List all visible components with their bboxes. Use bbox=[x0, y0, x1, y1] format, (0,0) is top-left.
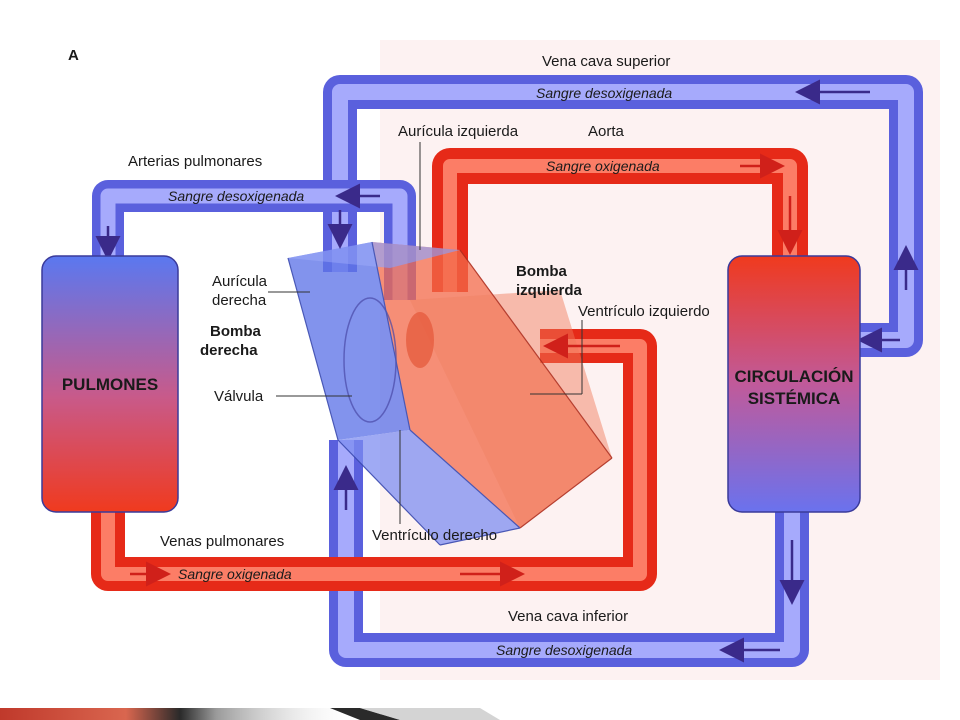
pulm-oxy-label: Sangre oxigenada bbox=[178, 566, 292, 582]
auricula-derecha-label-1: Aurícula bbox=[212, 273, 268, 290]
aorta-label: Aorta bbox=[588, 123, 625, 140]
aorta-oxy-label: Sangre oxigenada bbox=[546, 158, 660, 174]
pulmones-box: PULMONES bbox=[41, 255, 179, 513]
auricula-derecha-label-2: derecha bbox=[212, 292, 267, 309]
auricula-izquierda-label: Aurícula izquierda bbox=[398, 123, 519, 140]
bottom-deoxy-label: Sangre desoxigenada bbox=[496, 642, 632, 658]
circulacion-label-1: CIRCULACIÓN bbox=[735, 367, 854, 386]
bomba-derecha-label-2: derecha bbox=[200, 342, 258, 359]
bomba-izquierda-label-1: Bomba bbox=[516, 263, 567, 280]
circulacion-sistemica-box: CIRCULACIÓN SISTÉMICA bbox=[727, 255, 861, 513]
pulmones-label: PULMONES bbox=[62, 375, 158, 394]
bomba-derecha-label-1: Bomba bbox=[210, 323, 261, 340]
valvula-label: Válvula bbox=[214, 388, 264, 405]
vena-cava-superior-label: Vena cava superior bbox=[542, 53, 670, 70]
vena-cava-inferior-label: Vena cava inferior bbox=[508, 608, 628, 625]
panel-letter: A bbox=[68, 47, 79, 64]
bomba-izquierda-label-2: izquierda bbox=[516, 282, 583, 299]
ventriculo-derecho-label: Ventrículo derecho bbox=[372, 527, 497, 544]
venas-pulmonares-label: Venas pulmonares bbox=[160, 533, 284, 550]
pulm-deoxy-label: Sangre desoxigenada bbox=[168, 188, 304, 204]
leader-lines bbox=[268, 142, 583, 524]
flow-arrows bbox=[95, 79, 919, 663]
top-deoxy-label: Sangre desoxigenada bbox=[536, 85, 672, 101]
circulacion-label-2: SISTÉMICA bbox=[748, 389, 841, 408]
ventriculo-izquierdo-label: Ventrículo izquierdo bbox=[578, 303, 710, 320]
footer-decoration bbox=[0, 708, 500, 720]
arterias-pulmonares-label: Arterias pulmonares bbox=[128, 153, 262, 170]
